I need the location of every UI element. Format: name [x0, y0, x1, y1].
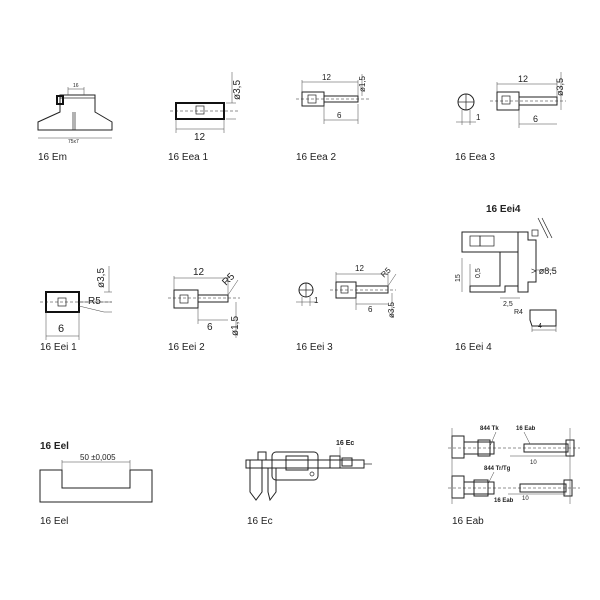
- label: 10: [530, 460, 537, 466]
- dim-label: ø3,5: [232, 80, 243, 100]
- dim-label: 50 ±0,005: [80, 453, 116, 462]
- label: 844 Tr/Tg: [484, 466, 511, 472]
- base-block: [37, 94, 113, 131]
- dim-label: 1: [476, 113, 481, 122]
- diagram-16-eei-1: ø3,5 R5 6: [40, 266, 112, 340]
- dim-label: 12: [193, 267, 205, 278]
- dim-16: 16: [67, 83, 85, 95]
- diagram-16-eel: 16 Eel 50 ±0,005: [39, 441, 153, 503]
- caption-16-eei-4: 16 Eei 4: [455, 342, 492, 353]
- dim-label: 6: [533, 114, 538, 124]
- label: 16 Eab: [516, 426, 536, 432]
- caption-16-eei-1: 16 Eei 1: [40, 342, 77, 353]
- dim-label: ø3,5: [387, 301, 396, 318]
- caption-16-eea-3: 16 Eea 3: [455, 152, 496, 163]
- dim-label: 12: [518, 74, 528, 84]
- dim-label: 4: [538, 323, 542, 330]
- caption-16-eei-3: 16 Eei 3: [296, 342, 333, 353]
- diagram-title: 16 Eel: [40, 441, 69, 452]
- dim-label: R5: [220, 271, 237, 288]
- dim-label: ø3,5: [555, 78, 565, 96]
- dim-label: 75x7: [68, 139, 79, 145]
- dim-label: > ø8,5: [531, 266, 557, 276]
- dim-label: 6: [207, 322, 213, 333]
- caption-16-ec: 16 Ec: [247, 516, 273, 527]
- caption-16-em: 16 Em: [38, 152, 67, 163]
- label: 16 Eab: [494, 498, 514, 504]
- dim-label: 6: [58, 323, 64, 335]
- caption-16-eab: 16 Eab: [452, 516, 484, 527]
- dim-label: 6: [337, 111, 342, 120]
- dim-label: 0,5: [475, 268, 482, 278]
- diagram-16-eea-1: ø3,5 12: [170, 72, 243, 143]
- diagram-title: 16 Eei4: [486, 204, 521, 215]
- eab-top: 844 Tk 16 Eab 10: [448, 426, 580, 470]
- dim-label: ø1,5: [358, 75, 367, 92]
- dim-label: 15: [455, 274, 462, 282]
- dim-75x7: 75x7: [38, 137, 112, 145]
- caption-16-eea-1: 16 Eea 1: [168, 152, 209, 163]
- diagram-title: 16 Ec: [336, 440, 354, 447]
- dim-label: R4: [514, 309, 523, 316]
- diagram-16-ec: 16 Ec: [245, 440, 372, 502]
- caption-16-eel: 16 Eel: [40, 516, 69, 527]
- diagram-16-eei-4: 16 Eei4 15 0,5 > ø8,5 2,5 4 R4: [455, 204, 557, 332]
- diagram-16-eab: 844 Tk 16 Eab 10 844 Tr/Tg 10 16 Eab: [448, 426, 580, 504]
- diagram-16-eei-3: 1 12 R5 6 ø3,5: [296, 264, 397, 318]
- eab-bottom: 844 Tr/Tg 10 16 Eab: [448, 466, 580, 504]
- dim-label: 6: [368, 305, 373, 314]
- caption-16-eea-2: 16 Eea 2: [296, 152, 337, 163]
- diagram-16-eea-2: 12 ø1,5 6: [296, 73, 370, 124]
- dim-label: 12: [355, 264, 364, 273]
- dim-label: 1: [314, 296, 319, 305]
- dim-label: ø1,5: [230, 316, 241, 336]
- dim-label: 12: [194, 132, 206, 143]
- label: 10: [522, 496, 529, 502]
- dim-label: 16: [73, 83, 79, 89]
- caption-16-eei-2: 16 Eei 2: [168, 342, 205, 353]
- diagram-16-eea-3: 1 12 ø3,5 6: [456, 72, 566, 128]
- dim-label: R5: [379, 265, 393, 279]
- label: 844 Tk: [480, 426, 499, 432]
- dim-label: 12: [322, 73, 331, 82]
- dim-label: 2,5: [503, 301, 513, 308]
- dim-label: R5: [88, 296, 101, 307]
- dim-label: ø3,5: [96, 268, 107, 288]
- diagram-16-eei-2: 12 R5 6 ø1,5: [168, 267, 241, 338]
